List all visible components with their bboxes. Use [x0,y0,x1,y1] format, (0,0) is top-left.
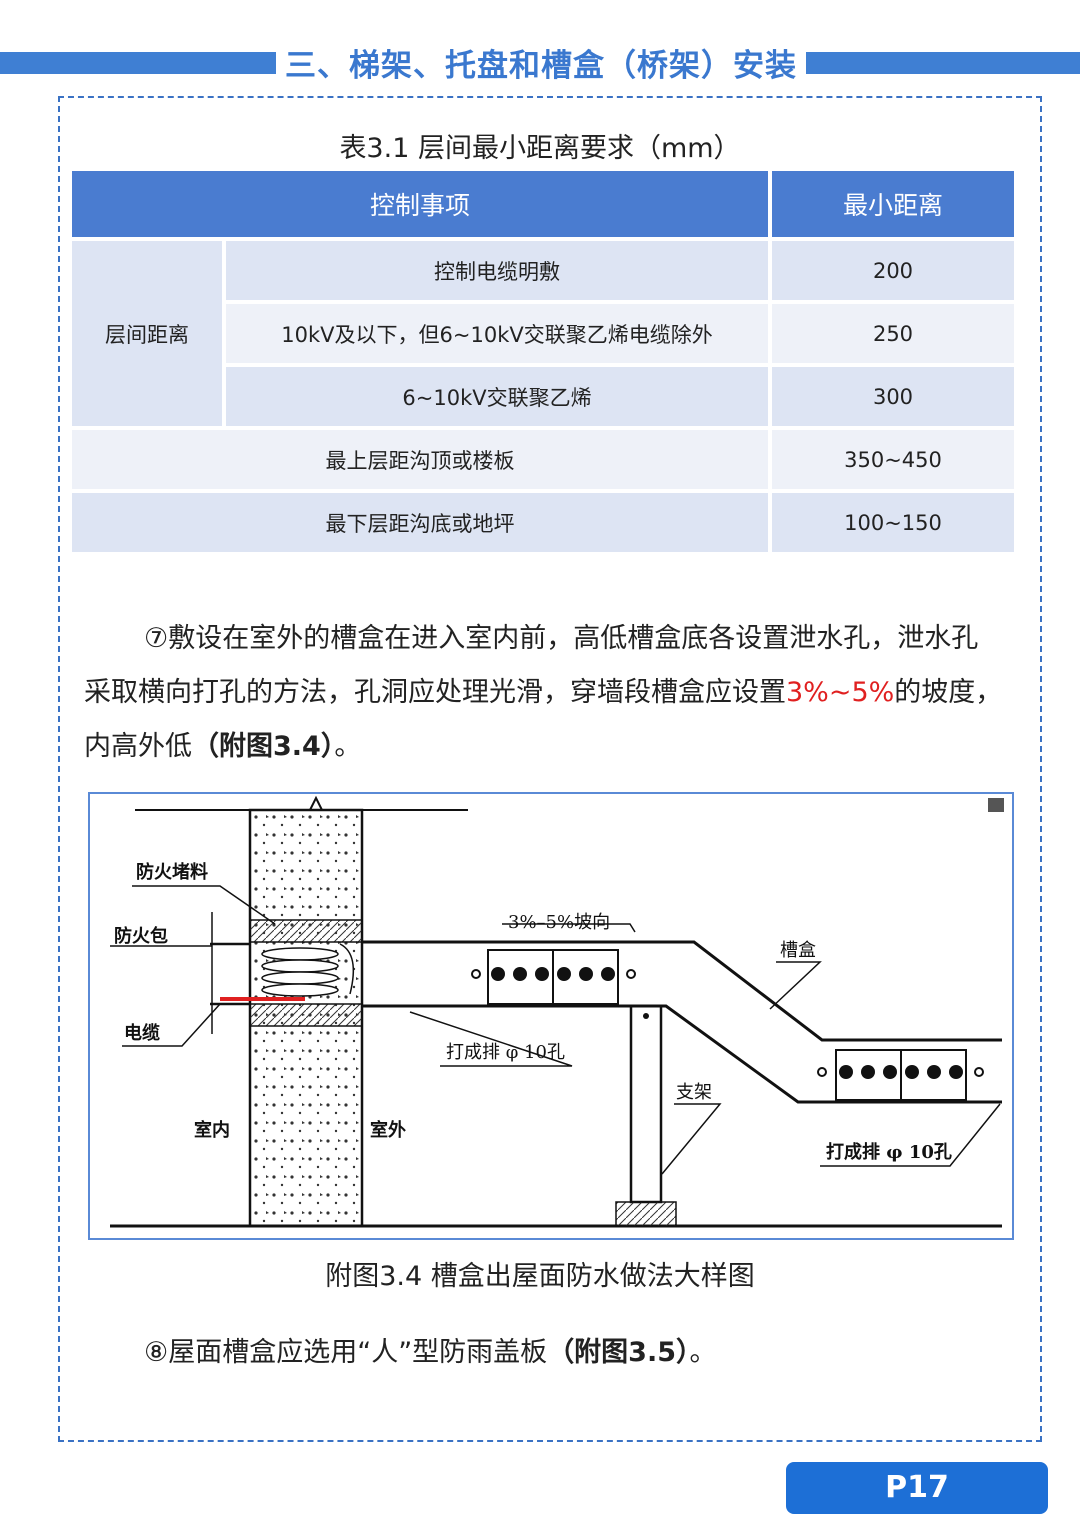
trough-top-edge [362,940,1002,1042]
row-item: 最下层距沟底或地坪 [72,493,768,552]
para8-text: ⑧屋面槽盒应选用“人”型防雨盖板 [144,1337,548,1368]
label-indoor: 室内 [194,1119,230,1141]
label-fire-bag: 防火包 [114,925,168,947]
col-header-item: 控制事项 [72,171,768,237]
group-label: 层间距离 [72,241,222,426]
section-title: 三、梯架、托盘和槽盒（桥架）安装 [285,48,797,84]
table-row: 最上层距沟顶或楼板 350~450 [72,430,1014,489]
figure-caption: 附图3.4 槽盒出屋面防水做法大样图 [325,1261,755,1292]
para8-end: 。 [689,1337,717,1368]
para7-end: 。 [334,731,362,762]
bracket-base [615,1201,677,1227]
leader-lines [110,885,1001,1175]
trough-bottom-edge [362,1004,1002,1104]
row-value: 250 [772,304,1014,363]
col-header-value: 最小距离 [772,171,1014,237]
table-row: 10kV及以下，但6~10kV交联聚乙烯电缆除外 250 [72,304,1014,363]
bracket [629,1004,663,1204]
slope-highlight: 3%~5% [786,677,895,708]
row-value: 100~150 [772,493,1014,552]
label-trough: 槽盒 [780,940,816,961]
drain-holes-lower [817,1065,984,1079]
content-frame [58,96,1042,1442]
paragraph-8: ⑧屋面槽盒应选用“人”型防雨盖板（附图3.5）。 [84,1326,1004,1380]
header-bar-right [806,52,1080,74]
table-row: 6~10kV交联聚乙烯 300 [72,367,1014,426]
header-bar-left [0,52,276,74]
row-value: 200 [772,241,1014,300]
para7-text-2: 的坡度，内高外低 [84,677,1003,762]
row-item: 6~10kV交联聚乙烯 [226,367,768,426]
figure-ref-3-5: （附图3.5） [547,1337,690,1368]
fire-bags [261,943,355,997]
distance-table: 控制事项 最小距离 层间距离 控制电缆明敷 200 10kV及以下，但6~10k… [68,167,1018,556]
row-item: 10kV及以下，但6~10kV交联聚乙烯电缆除外 [226,304,768,363]
row-item: 最上层距沟顶或楼板 [72,430,768,489]
row-value: 300 [772,367,1014,426]
label-outdoor: 室外 [370,1119,406,1141]
drain-holes-upper [471,967,636,981]
table-row: 最下层距沟底或地坪 100~150 [72,493,1014,552]
fire-seal-top [249,919,363,943]
page-number: P17 [786,1462,1048,1514]
fire-seal-bottom [249,1003,363,1027]
paragraph-7: ⑦敷设在室外的槽盒在进入室内前，高低槽盒底各设置泄水孔，泄水孔采取横向打孔的方法… [84,612,1004,774]
table-caption: 表3.1 层间最小距离要求（mm） [339,133,741,164]
para7-text: ⑦敷设在室外的槽盒在进入室内前，高低槽盒底各设置泄水孔，泄水孔采取横向打孔的方法… [84,623,979,708]
row-value: 350~450 [772,430,1014,489]
label-holes-1: 打成排 φ 10孔 [446,1042,565,1063]
trough-drawing: 防火堵料 防火包 电缆 室内 室外 3%–5%坡向 槽盒 打成排 φ 10孔 支… [110,795,1004,1228]
label-cable: 电缆 [124,1022,160,1044]
figure-3-4: 防火堵料 防火包 电缆 室内 室外 3%–5%坡向 槽盒 打成排 φ 10孔 支… [88,792,1014,1240]
label-holes-2: 打成排 φ 10孔 [826,1141,952,1163]
label-fire-seal: 防火堵料 [136,861,208,883]
table-row: 层间距离 控制电缆明敷 200 [72,241,1014,426]
row-item: 控制电缆明敷 [226,241,768,300]
label-bracket: 支架 [676,1082,712,1103]
label-slope: 3%–5%坡向 [508,912,610,933]
figure-ref-3-4: （附图3.4） [192,731,335,762]
